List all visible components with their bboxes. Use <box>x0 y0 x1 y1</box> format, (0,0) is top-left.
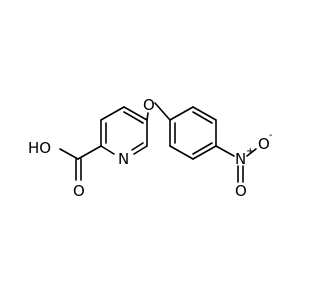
nitro-nitrogen-label: N <box>235 150 246 168</box>
pyridine-ring <box>100 106 148 155</box>
bond <box>246 148 257 157</box>
bond <box>100 106 125 121</box>
bond <box>169 145 194 160</box>
bond <box>133 145 148 155</box>
bond <box>169 106 194 121</box>
nitro-oxygen-charge: - <box>269 130 273 141</box>
bond <box>77 145 102 160</box>
bond <box>192 106 217 121</box>
nitro-group <box>215 145 257 183</box>
bond <box>154 102 171 121</box>
nitro-oxygen-right-label: O <box>258 135 270 153</box>
ether-linkage <box>146 102 171 121</box>
bond <box>192 145 217 160</box>
benzene-ring <box>169 106 217 160</box>
nitro-nitrogen-charge: + <box>246 146 254 157</box>
bond <box>146 112 149 121</box>
bond <box>192 111 213 124</box>
bond <box>131 142 144 151</box>
bond <box>192 142 213 155</box>
pyridine-nitrogen-label: N <box>118 150 129 168</box>
structure-diagram: HO O N O N + O - O <box>28 96 273 200</box>
bond <box>100 145 115 155</box>
bond <box>123 111 144 124</box>
carbonyl-oxygen-label: O <box>73 182 85 200</box>
ether-oxygen-label: O <box>143 96 155 114</box>
bond <box>123 106 148 121</box>
molecule-canvas: HO O N O N + O - O <box>28 96 273 200</box>
carboxylic-acid-group <box>59 145 102 181</box>
bond <box>59 148 79 160</box>
bond <box>215 145 235 157</box>
hydroxyl-label: HO <box>28 139 51 157</box>
nitro-oxygen-bottom-label: O <box>235 182 247 200</box>
